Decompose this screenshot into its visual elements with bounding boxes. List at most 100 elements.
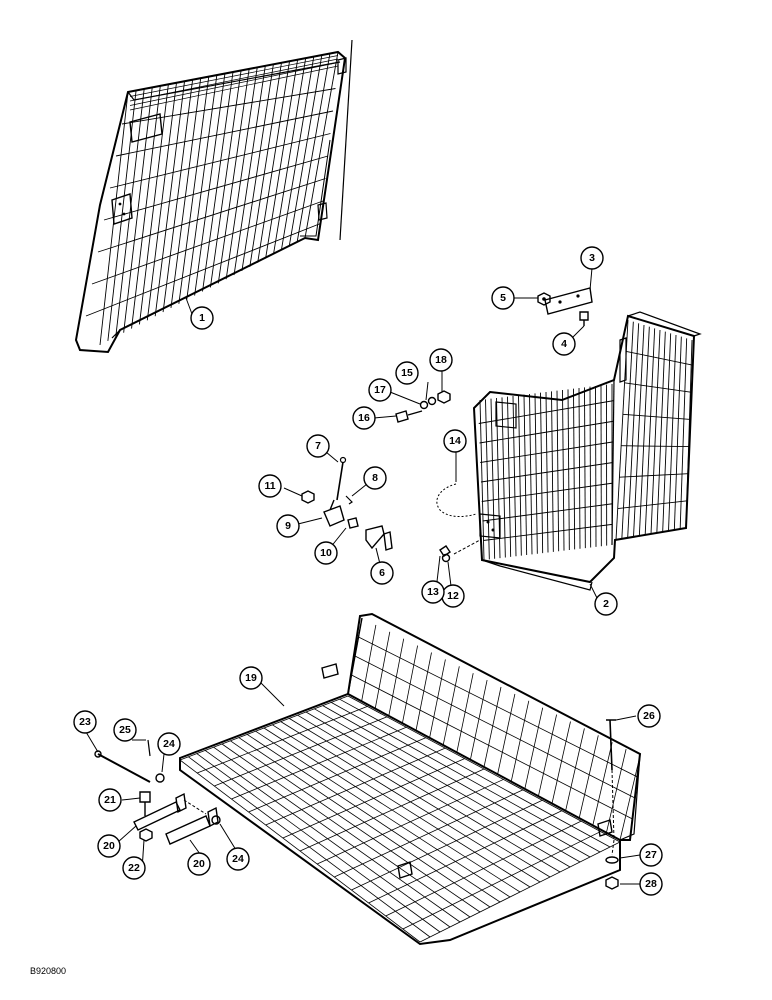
svg-text:27: 27 xyxy=(645,849,657,861)
mesh-wire xyxy=(368,810,562,904)
callout-2: 2 xyxy=(594,592,618,616)
mesh-wire xyxy=(299,768,485,852)
callout-24a: 24 xyxy=(157,732,181,756)
mesh-wire xyxy=(334,789,524,878)
callout-17: 17 xyxy=(368,378,392,402)
svg-text:11: 11 xyxy=(264,480,275,492)
callouts: 1 2 3 4 5 6 7 8 9 10 11 12 13 14 15 16 1… xyxy=(73,246,663,896)
mesh-wire xyxy=(497,693,516,775)
mesh-wire xyxy=(121,88,336,125)
mesh-wire xyxy=(178,76,210,304)
mesh-wire xyxy=(402,645,418,724)
svg-text:26: 26 xyxy=(643,710,655,722)
mesh-wire xyxy=(280,56,315,251)
callout-15: 15 xyxy=(395,361,419,385)
mesh-wire xyxy=(248,737,426,813)
svg-text:17: 17 xyxy=(374,384,386,396)
mesh-wire xyxy=(186,75,218,300)
mesh-wire xyxy=(442,666,460,746)
mesh-wire xyxy=(358,636,638,778)
mesh-wire xyxy=(624,382,692,393)
mesh-wire xyxy=(91,200,324,285)
svg-text:6: 6 xyxy=(379,567,385,579)
svg-text:18: 18 xyxy=(435,354,447,366)
mesh-wire xyxy=(85,223,321,317)
callout-5: 5 xyxy=(491,286,515,310)
mesh-wire xyxy=(115,110,334,157)
svg-text:21: 21 xyxy=(104,794,116,806)
callout-9: 9 xyxy=(276,514,300,538)
callout-8: 8 xyxy=(363,466,387,490)
mesh-wire xyxy=(673,336,682,531)
mesh-wire xyxy=(419,841,621,943)
mesh-wire xyxy=(129,58,339,102)
mesh-wire xyxy=(480,441,614,463)
mesh-wire xyxy=(479,399,485,561)
mesh-wire xyxy=(619,473,689,478)
callout-19: 19 xyxy=(239,666,263,690)
mesh-wire xyxy=(480,462,614,483)
mesh-wire xyxy=(567,389,570,551)
callout-26: 26 xyxy=(637,704,661,728)
callout-10: 10 xyxy=(314,541,338,565)
mesh-wire xyxy=(179,695,349,761)
mesh-wire xyxy=(129,62,339,106)
callout-4: 4 xyxy=(552,332,576,356)
svg-text:9: 9 xyxy=(285,520,291,532)
mesh-wire xyxy=(316,779,504,865)
mesh-wire xyxy=(97,178,326,253)
mesh-wire xyxy=(507,396,512,557)
svg-text:2: 2 xyxy=(603,598,609,610)
mesh-wire xyxy=(402,831,601,930)
mesh-wire xyxy=(501,397,506,558)
svg-text:14: 14 xyxy=(449,435,461,447)
hardware xyxy=(94,287,619,890)
callout-13: 13 xyxy=(421,580,445,604)
svg-text:25: 25 xyxy=(119,724,131,736)
callout-12: 12 xyxy=(441,584,465,608)
callout-23: 23 xyxy=(73,710,97,734)
mesh-wire xyxy=(170,78,202,309)
mesh-wire xyxy=(679,338,688,530)
mesh-wire xyxy=(478,400,614,424)
svg-text:7: 7 xyxy=(315,440,321,452)
svg-text:24: 24 xyxy=(163,738,175,750)
mesh-wire xyxy=(650,329,661,535)
mesh-wire xyxy=(429,659,446,738)
callout-20a: 20 xyxy=(97,834,121,858)
mesh-wire xyxy=(479,420,614,444)
mesh-wire xyxy=(138,84,169,325)
mesh-wire xyxy=(523,394,528,556)
mesh-wire xyxy=(565,728,585,811)
mesh-wire xyxy=(109,133,331,189)
mesh-wire xyxy=(626,350,693,366)
svg-text:8: 8 xyxy=(372,472,378,484)
mesh-wire xyxy=(638,326,650,537)
svg-text:12: 12 xyxy=(447,590,459,602)
svg-text:15: 15 xyxy=(401,367,413,379)
figure-code: B920800 xyxy=(30,966,66,976)
mesh-wire xyxy=(512,395,517,557)
mesh-wire xyxy=(129,55,339,97)
svg-text:3: 3 xyxy=(589,252,595,264)
svg-text:13: 13 xyxy=(427,586,439,598)
callout-28: 28 xyxy=(639,872,663,896)
mesh-wire xyxy=(202,71,234,292)
mesh-wire xyxy=(485,399,490,560)
mesh-wire xyxy=(656,331,666,534)
mesh-wire xyxy=(627,323,640,539)
mesh-wire xyxy=(385,820,582,917)
mesh-wire xyxy=(668,334,677,532)
mesh-wire xyxy=(621,445,690,448)
mesh-wire xyxy=(146,82,177,321)
mesh-wire xyxy=(621,321,634,540)
mesh-wire xyxy=(214,716,388,787)
mesh-wire xyxy=(644,328,656,536)
mesh-wire xyxy=(351,674,633,820)
mesh-wire xyxy=(231,726,407,800)
mesh-wire xyxy=(209,70,242,288)
mesh-wire xyxy=(524,707,544,789)
mesh-wire xyxy=(354,655,636,799)
mesh-wire xyxy=(470,680,488,760)
mesh-wire xyxy=(273,58,307,255)
